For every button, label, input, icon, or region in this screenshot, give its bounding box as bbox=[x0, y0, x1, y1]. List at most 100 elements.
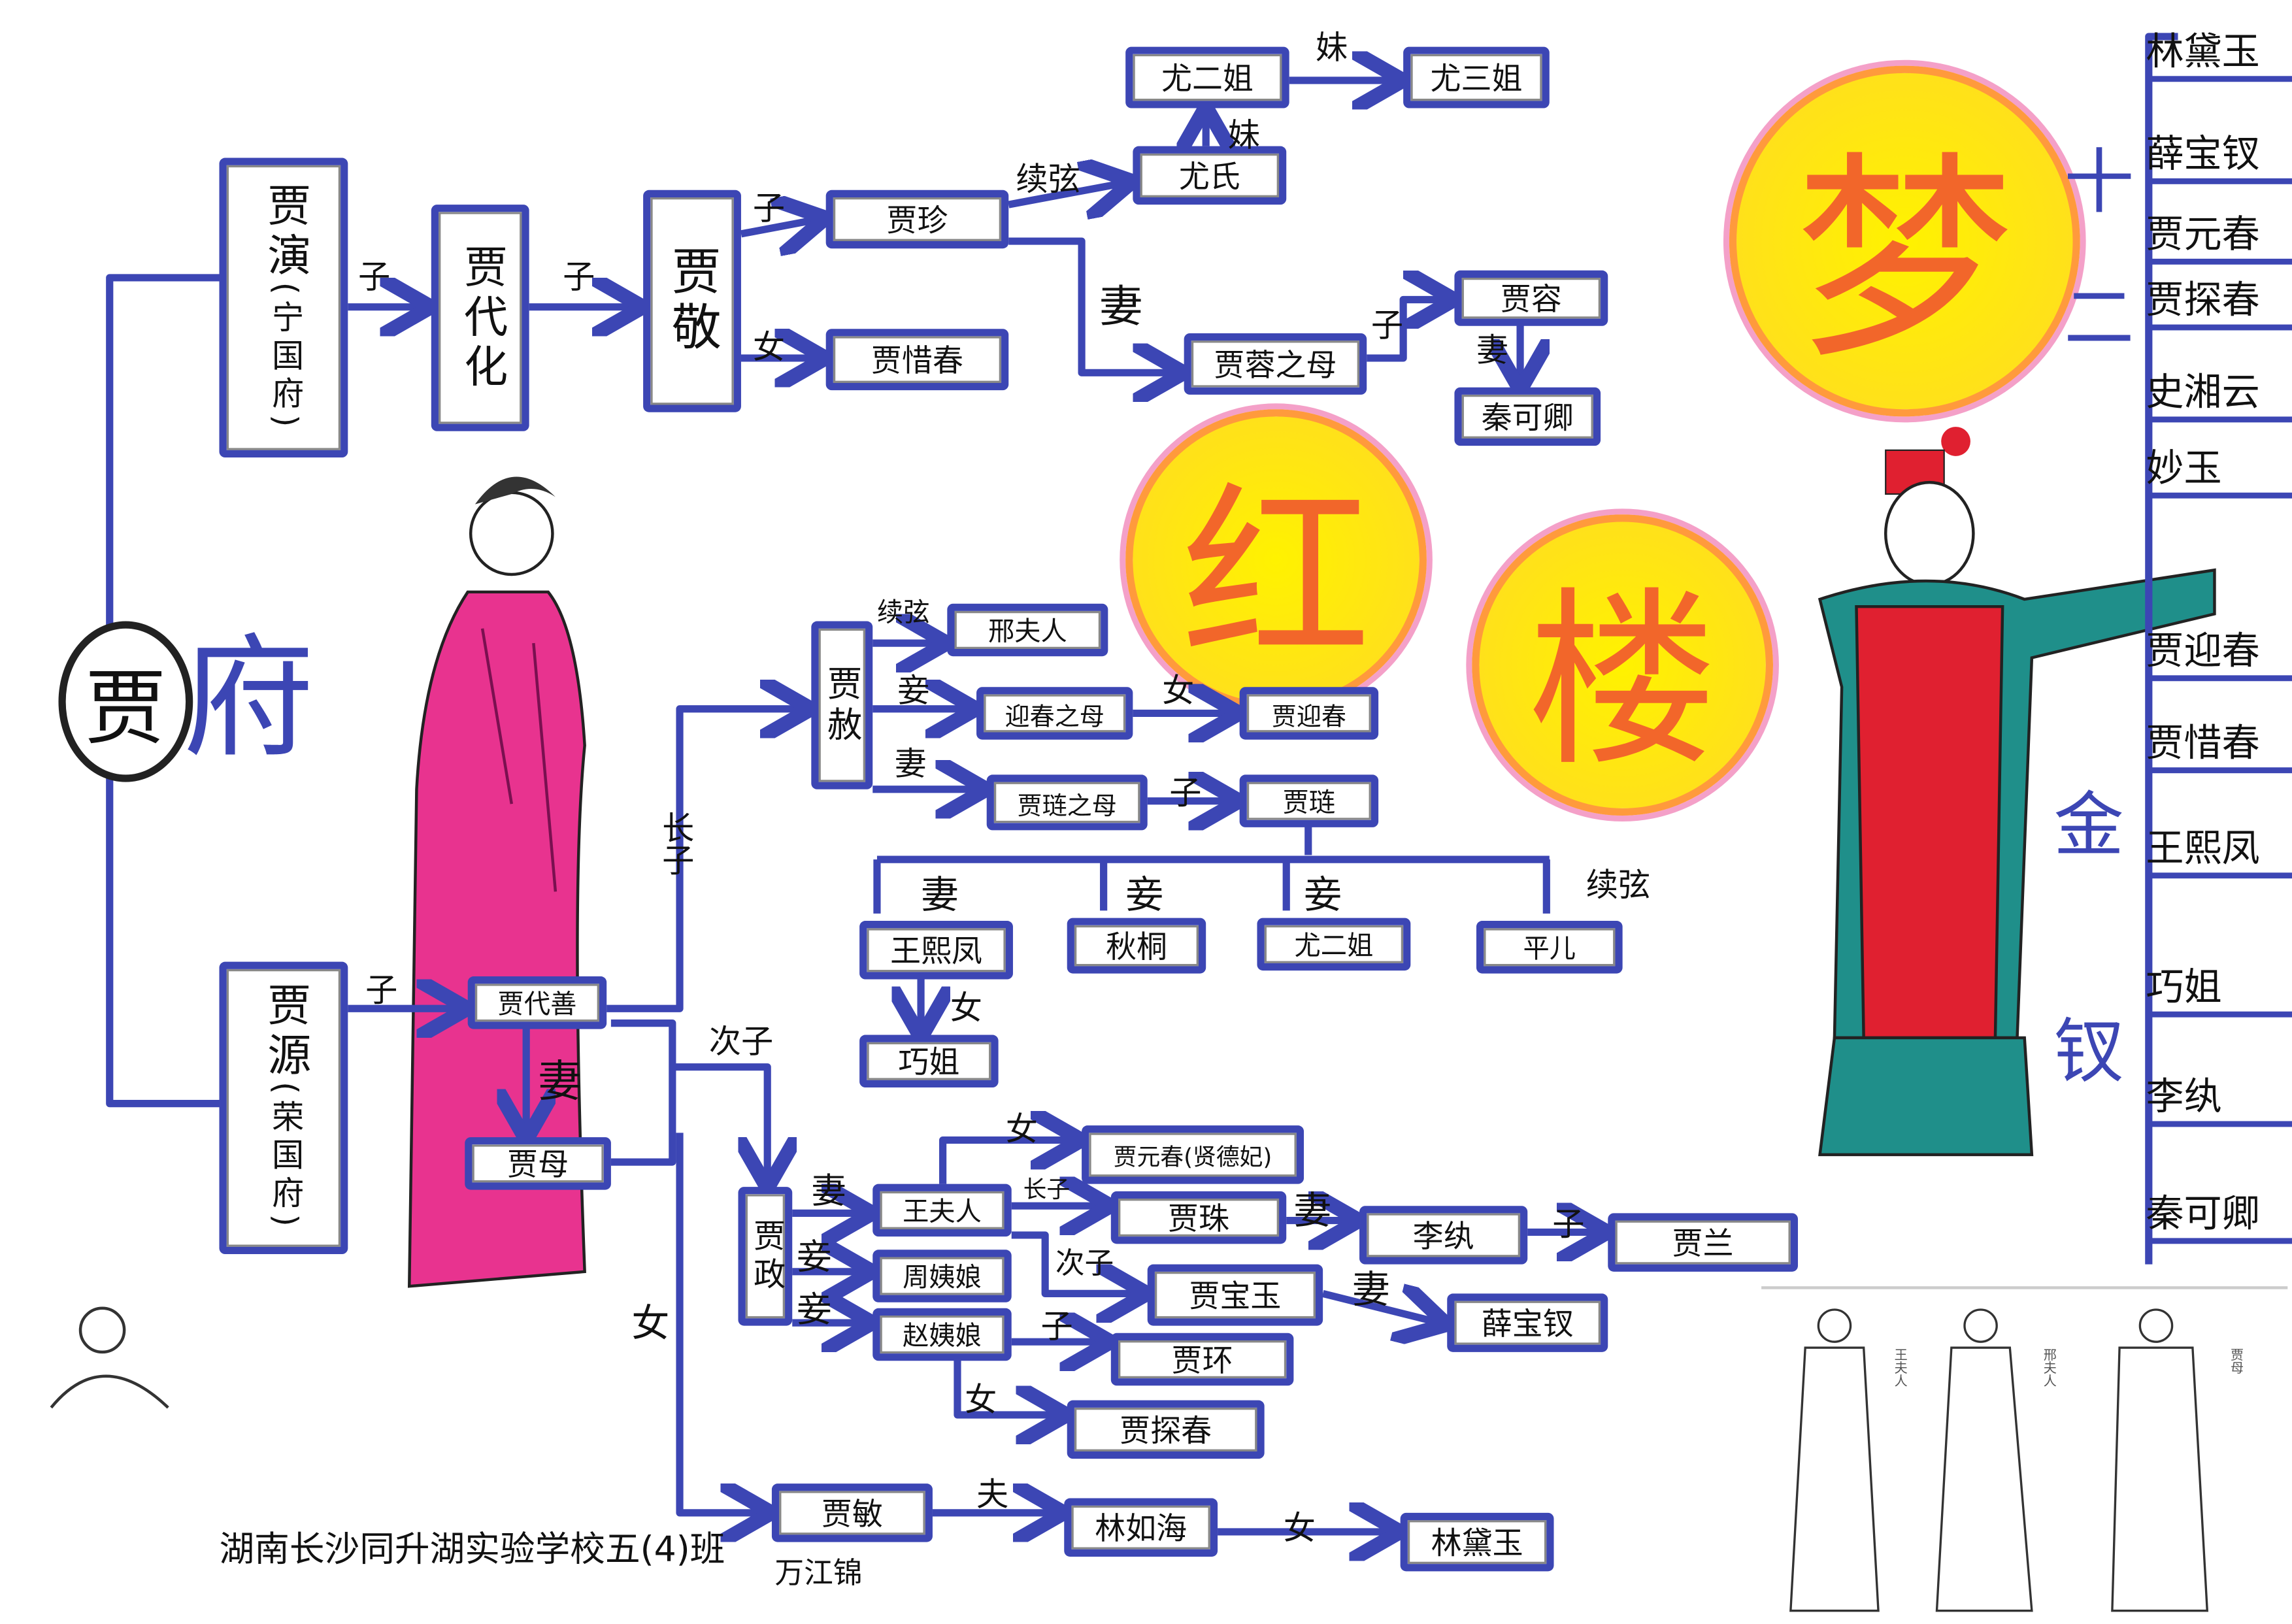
relation-label: 女 bbox=[631, 1302, 670, 1346]
node-jia-huan: 贾环 bbox=[1110, 1333, 1294, 1386]
relation-label: 续弦 bbox=[1016, 162, 1080, 199]
node-lin-daiyu: 林黛玉 bbox=[1400, 1512, 1554, 1572]
relation-label: 子 bbox=[365, 973, 398, 1010]
node-jia-rong-mother: 贾蓉之母 bbox=[1184, 333, 1367, 395]
node-jia-tanchun: 贾探春 bbox=[1067, 1400, 1265, 1459]
title-lou: 楼 bbox=[1472, 514, 1773, 816]
jinchai-label-jin: 金 bbox=[2053, 785, 2124, 867]
relation-label: 子 bbox=[1169, 776, 1202, 813]
jinchai-item: 林黛玉 bbox=[2146, 22, 2292, 82]
relation-label: 女 bbox=[950, 991, 983, 1028]
relation-label: 妻 bbox=[811, 1170, 846, 1212]
relation-label: 妻 bbox=[921, 874, 959, 918]
school-signature: 湖南长沙同升湖实验学校五(4)班 bbox=[219, 1529, 725, 1570]
node-zhao-yiniang: 赵姨娘 bbox=[872, 1308, 1012, 1361]
node-jia-zhu: 贾珠 bbox=[1110, 1191, 1287, 1244]
title-lou-char: 楼 bbox=[1527, 570, 1718, 793]
node-you-erjie-2: 尤二姐 bbox=[1257, 918, 1411, 971]
relation-label: 妾 bbox=[1304, 874, 1342, 918]
relation-label: 妻 bbox=[1293, 1189, 1332, 1234]
node-ping-er: 平儿 bbox=[1476, 921, 1623, 974]
node-jia-zhen: 贾珍 bbox=[825, 190, 1009, 249]
relation-label: 妹 bbox=[1227, 118, 1260, 156]
relation-label: 妾 bbox=[1125, 874, 1164, 918]
jinchai-label-chai: 钗 bbox=[2053, 1011, 2124, 1093]
node-yingchun-mother: 迎春之母 bbox=[976, 687, 1133, 740]
node-qiao-jie: 巧姐 bbox=[859, 1035, 999, 1088]
node-xing-furen: 邢夫人 bbox=[947, 603, 1108, 657]
node-wang-furen: 王夫人 bbox=[872, 1184, 1012, 1237]
jinchai-item: 秦可卿 bbox=[2146, 1184, 2292, 1244]
young-man-illustration bbox=[1818, 427, 2216, 1157]
node-jia-lan: 贾兰 bbox=[1608, 1213, 1799, 1272]
jinchai-item: 贾元春 bbox=[2146, 205, 2292, 265]
relation-label: 次子 bbox=[708, 1024, 774, 1061]
relation-label: 续弦 bbox=[876, 597, 930, 629]
relation-label: 妾 bbox=[796, 1289, 832, 1331]
node-lin-ruhai: 林如海 bbox=[1064, 1498, 1218, 1557]
node-jia-zheng: 贾政 bbox=[738, 1187, 793, 1326]
relation-label: 长子 bbox=[656, 811, 693, 876]
relation-label: 子 bbox=[1040, 1309, 1073, 1346]
relation-label: 子 bbox=[1552, 1207, 1585, 1244]
author-signature: 万江锦 bbox=[774, 1555, 863, 1591]
caption-wang-furen: 王夫人 bbox=[1891, 1348, 1906, 1387]
jinchai-item: 妙玉 bbox=[2146, 439, 2292, 499]
node-qiu-tong: 秋桐 bbox=[1067, 918, 1206, 974]
relation-label: 妻 bbox=[538, 1057, 582, 1108]
node-jia-rong: 贾容 bbox=[1454, 270, 1608, 326]
caption-xing-furen: 邢夫人 bbox=[2040, 1348, 2055, 1387]
node-jia-min: 贾敏 bbox=[771, 1483, 933, 1542]
node-jia-jing: 贾敬 bbox=[643, 190, 741, 412]
root-surname: 贾 bbox=[84, 661, 167, 757]
relation-label: 妻 bbox=[1099, 282, 1144, 333]
title-meng: 梦 bbox=[1729, 65, 2080, 417]
relation-label: 长子 bbox=[1023, 1175, 1071, 1203]
relation-label: 妾 bbox=[796, 1236, 832, 1278]
node-you-erjie: 尤二姐 bbox=[1125, 46, 1289, 108]
node-jia-yuan: 贾源(荣国府) bbox=[219, 961, 348, 1255]
relation-label: 女 bbox=[1005, 1112, 1038, 1149]
jinchai-label-er: 二 bbox=[2064, 277, 2134, 360]
relation-label: 子 bbox=[563, 260, 595, 297]
relation-label: 妻 bbox=[1352, 1268, 1391, 1313]
node-jia-yan: 贾演(宁国府) bbox=[219, 157, 348, 458]
relation-label: 子 bbox=[357, 260, 391, 297]
bottom-right-illustration: 王夫人 邢夫人 贾母 bbox=[1761, 1286, 2288, 1618]
node-li-wan: 李纨 bbox=[1359, 1206, 1528, 1265]
title-meng-char: 梦 bbox=[1795, 133, 2015, 388]
jinchai-item: 薛宝钗 bbox=[2146, 124, 2292, 184]
jinchai-item: 王熙凤 bbox=[2146, 818, 2292, 879]
node-you-sanjie: 尤三姐 bbox=[1403, 46, 1550, 108]
node-jia-baoyu: 贾宝玉 bbox=[1147, 1264, 1323, 1326]
node-jia-xichun: 贾惜春 bbox=[825, 329, 1009, 391]
title-hong: 红 bbox=[1125, 409, 1427, 710]
relation-label: 妻 bbox=[894, 746, 927, 784]
root-jia-circle: 贾 bbox=[58, 621, 193, 782]
jinchai-item: 贾迎春 bbox=[2146, 621, 2292, 682]
relation-label: 子 bbox=[1370, 308, 1404, 345]
relation-label: 妻 bbox=[1476, 333, 1509, 370]
relation-label: 夫 bbox=[976, 1478, 1009, 1515]
relation-label: 妾 bbox=[897, 674, 930, 710]
jinchai-spine bbox=[2145, 33, 2178, 1265]
jinchai-item: 李纨 bbox=[2146, 1067, 2292, 1127]
node-jia-yuanchun: 贾元春(贤德妃) bbox=[1082, 1125, 1304, 1184]
relation-label: 女 bbox=[1162, 674, 1195, 710]
jinchai-item: 贾探春 bbox=[2146, 271, 2292, 331]
node-jia-daishan: 贾代善 bbox=[467, 976, 607, 1029]
relation-label: 子 bbox=[752, 191, 786, 228]
relation-label: 次子 bbox=[1055, 1245, 1114, 1281]
node-xue-baochai: 薛宝钗 bbox=[1447, 1293, 1608, 1352]
three-ladies-sketch bbox=[1789, 1308, 2209, 1612]
relation-label: 妹 bbox=[1315, 30, 1348, 67]
jinchai-item: 史湘云 bbox=[2146, 363, 2292, 423]
small-portrait-sketch bbox=[50, 1306, 169, 1409]
node-you-shi: 尤氏 bbox=[1133, 146, 1287, 205]
node-jia-daihua: 贾代化 bbox=[431, 205, 529, 431]
relation-label: 女 bbox=[1283, 1511, 1316, 1548]
node-jia-yingchun: 贾迎春 bbox=[1239, 687, 1379, 740]
node-jia-mu: 贾母 bbox=[465, 1137, 611, 1190]
node-jia-lian: 贾琏 bbox=[1239, 774, 1379, 827]
jinchai-label-shi: 十 bbox=[2064, 141, 2134, 224]
